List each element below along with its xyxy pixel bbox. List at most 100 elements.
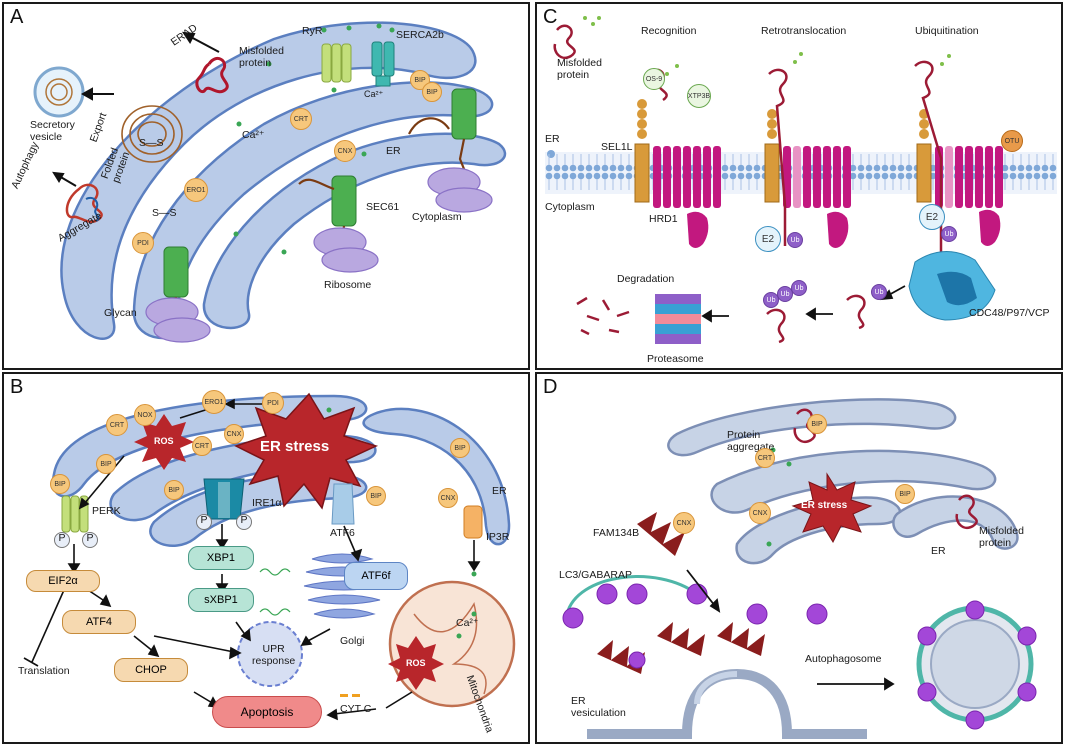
ub-tag: Ub (791, 280, 807, 296)
ros-mito-text: ROS (406, 658, 426, 668)
p-label: P (196, 514, 212, 530)
aggregate-label: Protein aggregate (727, 429, 775, 453)
upr-label: UPR response (252, 643, 296, 667)
hrd1-label: HRD1 (649, 213, 678, 225)
er-stress-text: ER stress (801, 500, 848, 511)
otu-tag: OTU (1001, 130, 1023, 152)
p-label: P (54, 532, 70, 548)
bip-tag: BIP (807, 414, 827, 434)
cytoplasm-label: Cytoplasm (545, 201, 595, 213)
xbp1-box: XBP1 (188, 546, 254, 570)
golgi-label: Golgi (340, 635, 365, 647)
translation-label: Translation (18, 665, 70, 677)
p-label: P (82, 532, 98, 548)
misfolded-label: Misfolded protein (979, 525, 1024, 549)
ire-label: IRE1α (252, 497, 282, 509)
ubiq-label: Ubiquitination (915, 25, 979, 37)
er-cisterna-outer (60, 21, 477, 340)
mitochondria-icon (388, 580, 516, 708)
panel-d: D Protein aggregate ER stress FAM134B ER… (535, 372, 1063, 744)
bip-tag: BIP (164, 480, 184, 500)
serca-label: SERCA2b (396, 29, 444, 41)
vesic-label: ER vesiculation (571, 695, 626, 719)
panel-c: C Misfolded protein Recognition Retrotra… (535, 2, 1063, 370)
degradation-label: Degradation (617, 273, 675, 285)
misfolded-label: Misfolded protein (239, 45, 284, 69)
er-label: ER (386, 145, 401, 157)
bip-tag: BIP (96, 454, 116, 474)
eif2a-box: EIF2α (26, 570, 100, 592)
crt-tag: CRT (192, 436, 212, 456)
panel-a-graphics (33, 21, 507, 343)
cdc48-label: CDC48/P97/VCP (969, 307, 1050, 319)
ub-tag: Ub (763, 292, 779, 308)
channel-icon (321, 43, 352, 83)
perk-label: PERK (92, 505, 121, 517)
cytoplasm-label: Cytoplasm (412, 211, 462, 223)
cytc-label: CYT C (340, 703, 372, 715)
os9-tag: OS-9 (643, 68, 665, 90)
atf4-box: ATF4 (62, 610, 136, 634)
e2-tag: E2 (755, 226, 781, 252)
xtp3b-tag: XTP3B (687, 84, 711, 108)
bip-tag: BIP (366, 486, 386, 506)
retro-label: Retrotranslocation (761, 25, 847, 37)
crt-tag: CRT (106, 414, 128, 436)
cnx-tag: CNX (224, 424, 244, 444)
glycan-label: Glycan (104, 307, 137, 319)
ss-label-2: S—S (152, 207, 177, 219)
cnx-tag: CNX (673, 512, 695, 534)
er-label: ER (492, 485, 507, 497)
ribosome-icon (145, 167, 493, 343)
autophagosome-label: Autophagosome (805, 653, 882, 665)
panel-letter: D (543, 376, 558, 398)
panel-b-graphics (23, 392, 516, 721)
er-label: ER (931, 545, 946, 557)
misfolded-label: Misfolded protein (557, 57, 602, 81)
sel1l-label: SEL1L (601, 141, 633, 153)
fam-label: FAM134B (593, 527, 640, 539)
er-cisterna-inner (202, 132, 507, 330)
panel-d-graphics (562, 398, 1037, 739)
ero1-tag: ERO1 (202, 390, 226, 414)
ryr-label: RyR (302, 25, 323, 37)
ss-label-1: S—S (139, 137, 164, 149)
ip3r-label: IP3R (486, 531, 510, 543)
apoptosis-box: Apoptosis (212, 696, 322, 728)
er-label: ER (545, 133, 560, 145)
bip-tag: BIP (450, 438, 470, 458)
panel-letter: B (10, 376, 24, 398)
pdi-tag: PDI (262, 392, 284, 414)
panel-letter: C (543, 6, 558, 28)
ca-lumen-label: Ca²⁺ (242, 129, 265, 141)
atf6f-box: ATF6f (344, 562, 408, 590)
ca-label: Ca²⁺ (456, 617, 479, 629)
panel-c-graphics (545, 16, 1057, 344)
e2-tag: E2 (919, 204, 945, 230)
sec61-label: SEC61 (366, 201, 400, 213)
proteasome-label: Proteasome (647, 353, 704, 365)
bip-tag: BIP (895, 484, 915, 504)
bip-tag: BIP (422, 82, 442, 102)
bip-tag: BIP (50, 474, 70, 494)
cnx-tag: CNX (438, 488, 458, 508)
panel-b: B ER stress ROS PERK P P P P IRE1α ATF6 … (2, 372, 530, 744)
cnx-tag: CNX (749, 502, 771, 524)
misfolded-protein-icon (195, 57, 229, 94)
ros-text: ROS (154, 436, 174, 446)
panel-a: A ERAD Misfolded protein RyR SERCA2b Sec… (2, 2, 530, 370)
recognition-label: Recognition (641, 25, 697, 37)
ub-tag: Ub (777, 286, 793, 302)
cnx-tag: CNX (334, 140, 356, 162)
atf6-label: ATF6 (330, 527, 355, 539)
crt-tag: CRT (290, 108, 312, 130)
proteasome-icon (655, 294, 701, 344)
chop-box: CHOP (114, 658, 188, 682)
ero1-tag: ERO1 (184, 178, 208, 202)
star-icon (234, 392, 379, 510)
er-stress-text: ER stress (260, 438, 330, 455)
secretory-label: Secretory vesicle (30, 119, 75, 143)
panel-letter: A (10, 6, 24, 28)
ub-tag: Ub (941, 226, 957, 242)
ub-tag: Ub (871, 284, 887, 300)
